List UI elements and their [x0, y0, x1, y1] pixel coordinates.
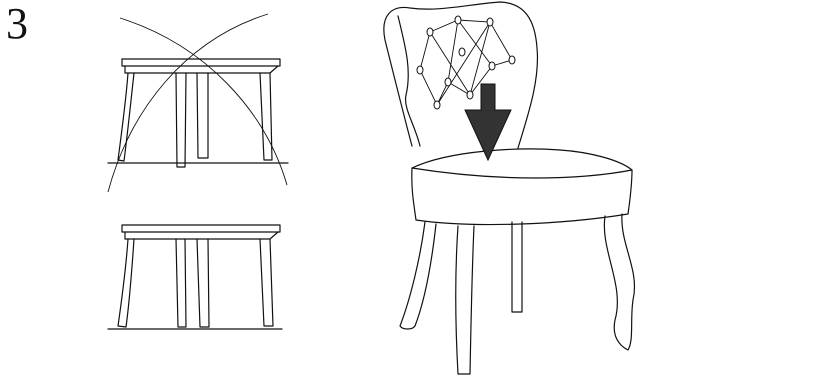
chair-tufting: [420, 20, 512, 105]
frame-bottom-leg-3: [197, 239, 209, 327]
leveling-arc-1: [120, 18, 287, 185]
frame-bottom-leg-1: [118, 239, 134, 327]
chair-leg-front-left: [400, 222, 436, 329]
chair-figure: [384, 2, 635, 374]
chair-leg-front-middle: [456, 226, 474, 374]
frame-leg-3: [197, 73, 208, 158]
frame-leg-2: [176, 73, 186, 167]
frame-leg-4: [260, 73, 272, 160]
chair-seat-front: [412, 168, 632, 225]
frame-bottom-leg-2: [176, 239, 186, 327]
frame-top-figure: [108, 14, 288, 192]
frame-bottom-apron: [125, 232, 278, 239]
frame-bottom-leg-4: [260, 239, 273, 326]
frame-bottom-figure: [108, 225, 282, 329]
frame-leg-1: [118, 73, 134, 161]
chair-leg-front-right: [604, 214, 634, 350]
chair-seat-top: [412, 149, 632, 178]
frame-apron: [125, 66, 278, 73]
chair-back-side: [398, 16, 420, 146]
chair-leg-back: [512, 222, 522, 312]
frame-bottom-rail: [122, 225, 280, 232]
